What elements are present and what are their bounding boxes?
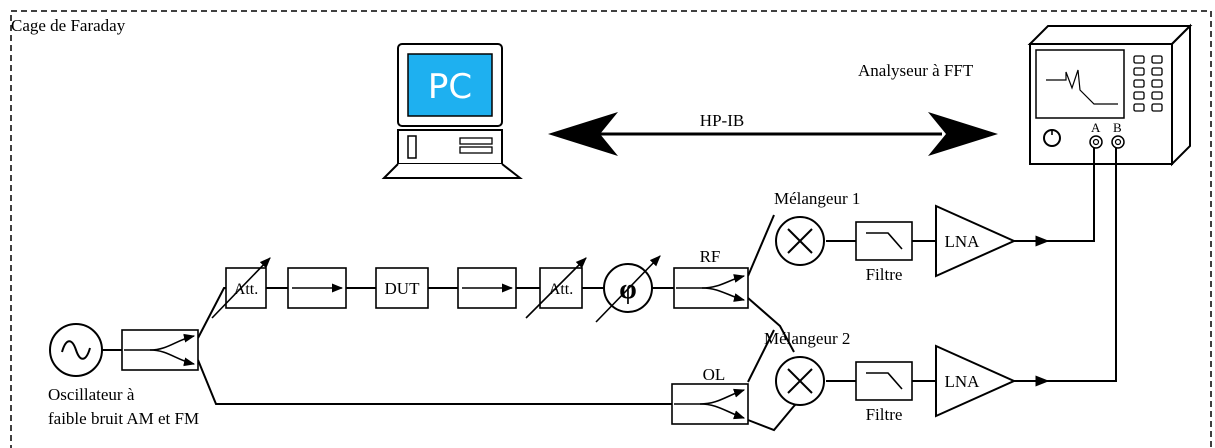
phase-shifter-label: φ xyxy=(619,274,636,305)
lna-1-label: LNA xyxy=(945,232,981,251)
oscillator-label-line2: faible bruit AM et FM xyxy=(48,409,199,428)
computer-icon: PC xyxy=(381,43,523,179)
oscillator-label-line1: Oscillateur à xyxy=(48,385,135,404)
dut-block xyxy=(375,267,429,309)
input-coupler xyxy=(121,329,199,371)
hpib-label: HP-IB xyxy=(700,111,744,130)
hpib-bus-arrow xyxy=(548,112,998,156)
oscillator-icon xyxy=(49,323,103,377)
mixer-1-icon xyxy=(775,216,825,266)
ol-coupler xyxy=(671,383,749,425)
mixer-2-label: Mélangeur 2 xyxy=(764,329,850,348)
filter-1-label: Filtre xyxy=(866,265,903,284)
port-a-connector xyxy=(1089,135,1103,149)
port-b-connector xyxy=(1111,135,1125,149)
filter-2-label: Filtre xyxy=(866,405,903,424)
port-a-label: A xyxy=(1091,120,1101,135)
isolator-2 xyxy=(457,267,517,309)
rf-label: RF xyxy=(700,247,721,266)
dut-label: DUT xyxy=(385,279,421,298)
mixer-1-label: Mélangeur 1 xyxy=(774,189,860,208)
phase-shifter xyxy=(595,255,661,323)
lna-2-label: LNA xyxy=(945,372,981,391)
port-b-label: B xyxy=(1113,120,1122,135)
lna-2-triangle xyxy=(935,344,1017,418)
lowpass-filter-1 xyxy=(855,221,913,261)
pc-screen-label: PC xyxy=(428,67,472,107)
signal-wires xyxy=(102,148,1117,432)
ol-label: OL xyxy=(703,365,726,384)
attenuator-2 xyxy=(525,257,587,319)
pc-screen xyxy=(407,53,493,117)
fft-analyzer-icon xyxy=(1027,23,1193,167)
attenuator-1-label: Att. xyxy=(234,281,258,298)
isolator-1 xyxy=(287,267,347,309)
rf-coupler xyxy=(673,267,749,309)
mixer-2-icon xyxy=(775,356,825,406)
faraday-cage-label: Cage de Faraday xyxy=(11,16,126,35)
attenuator-1 xyxy=(211,257,271,319)
faraday-cage-frame xyxy=(10,10,1212,448)
lowpass-filter-2 xyxy=(855,361,913,401)
attenuator-2-label: Att. xyxy=(549,281,573,298)
analyzer-keypad xyxy=(1133,55,1163,112)
analyzer-label: Analyseur à FFT xyxy=(858,61,974,80)
lna-1-triangle xyxy=(935,204,1017,278)
